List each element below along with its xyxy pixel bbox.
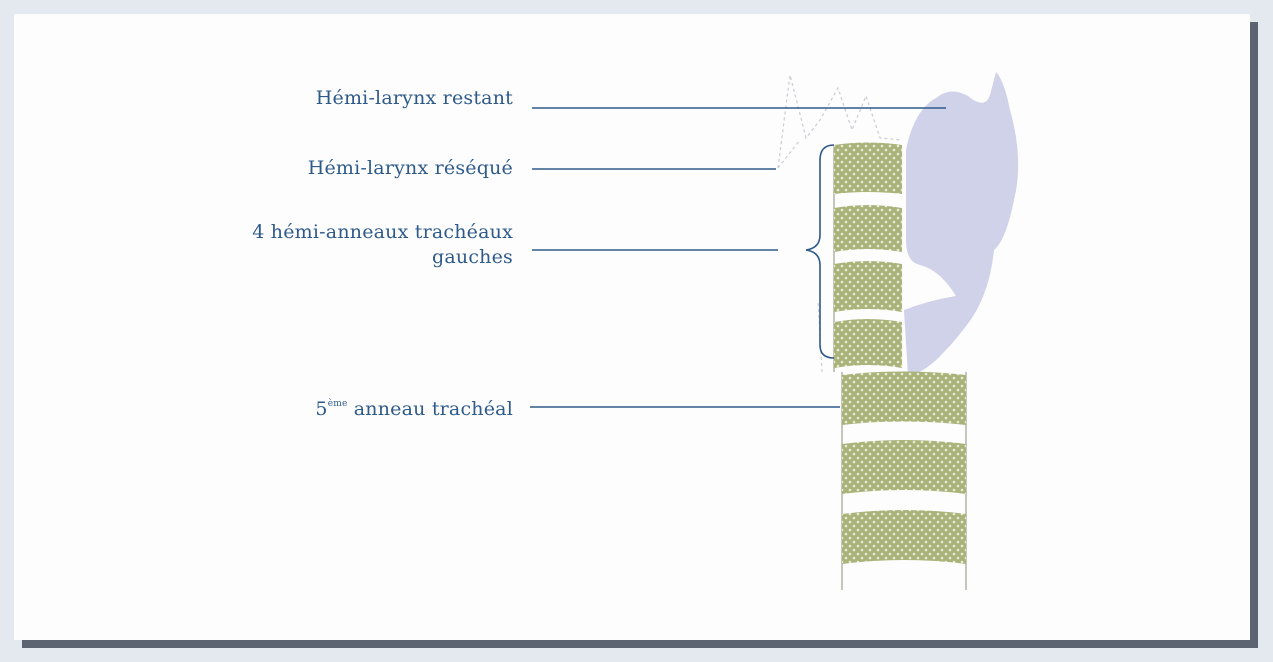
hemi-ring-1 — [834, 143, 902, 195]
remaining-hemilarynx-shape — [904, 72, 1018, 376]
hemi-ring-3 — [834, 261, 902, 312]
tracheal-ring-7 — [842, 510, 966, 564]
hemi-ring-4 — [834, 319, 902, 368]
hemi-rings-brace — [806, 145, 834, 358]
hemi-ring-2 — [834, 205, 902, 252]
tracheal-ring-5 — [842, 372, 966, 426]
tracheal-ring-6 — [842, 440, 966, 494]
